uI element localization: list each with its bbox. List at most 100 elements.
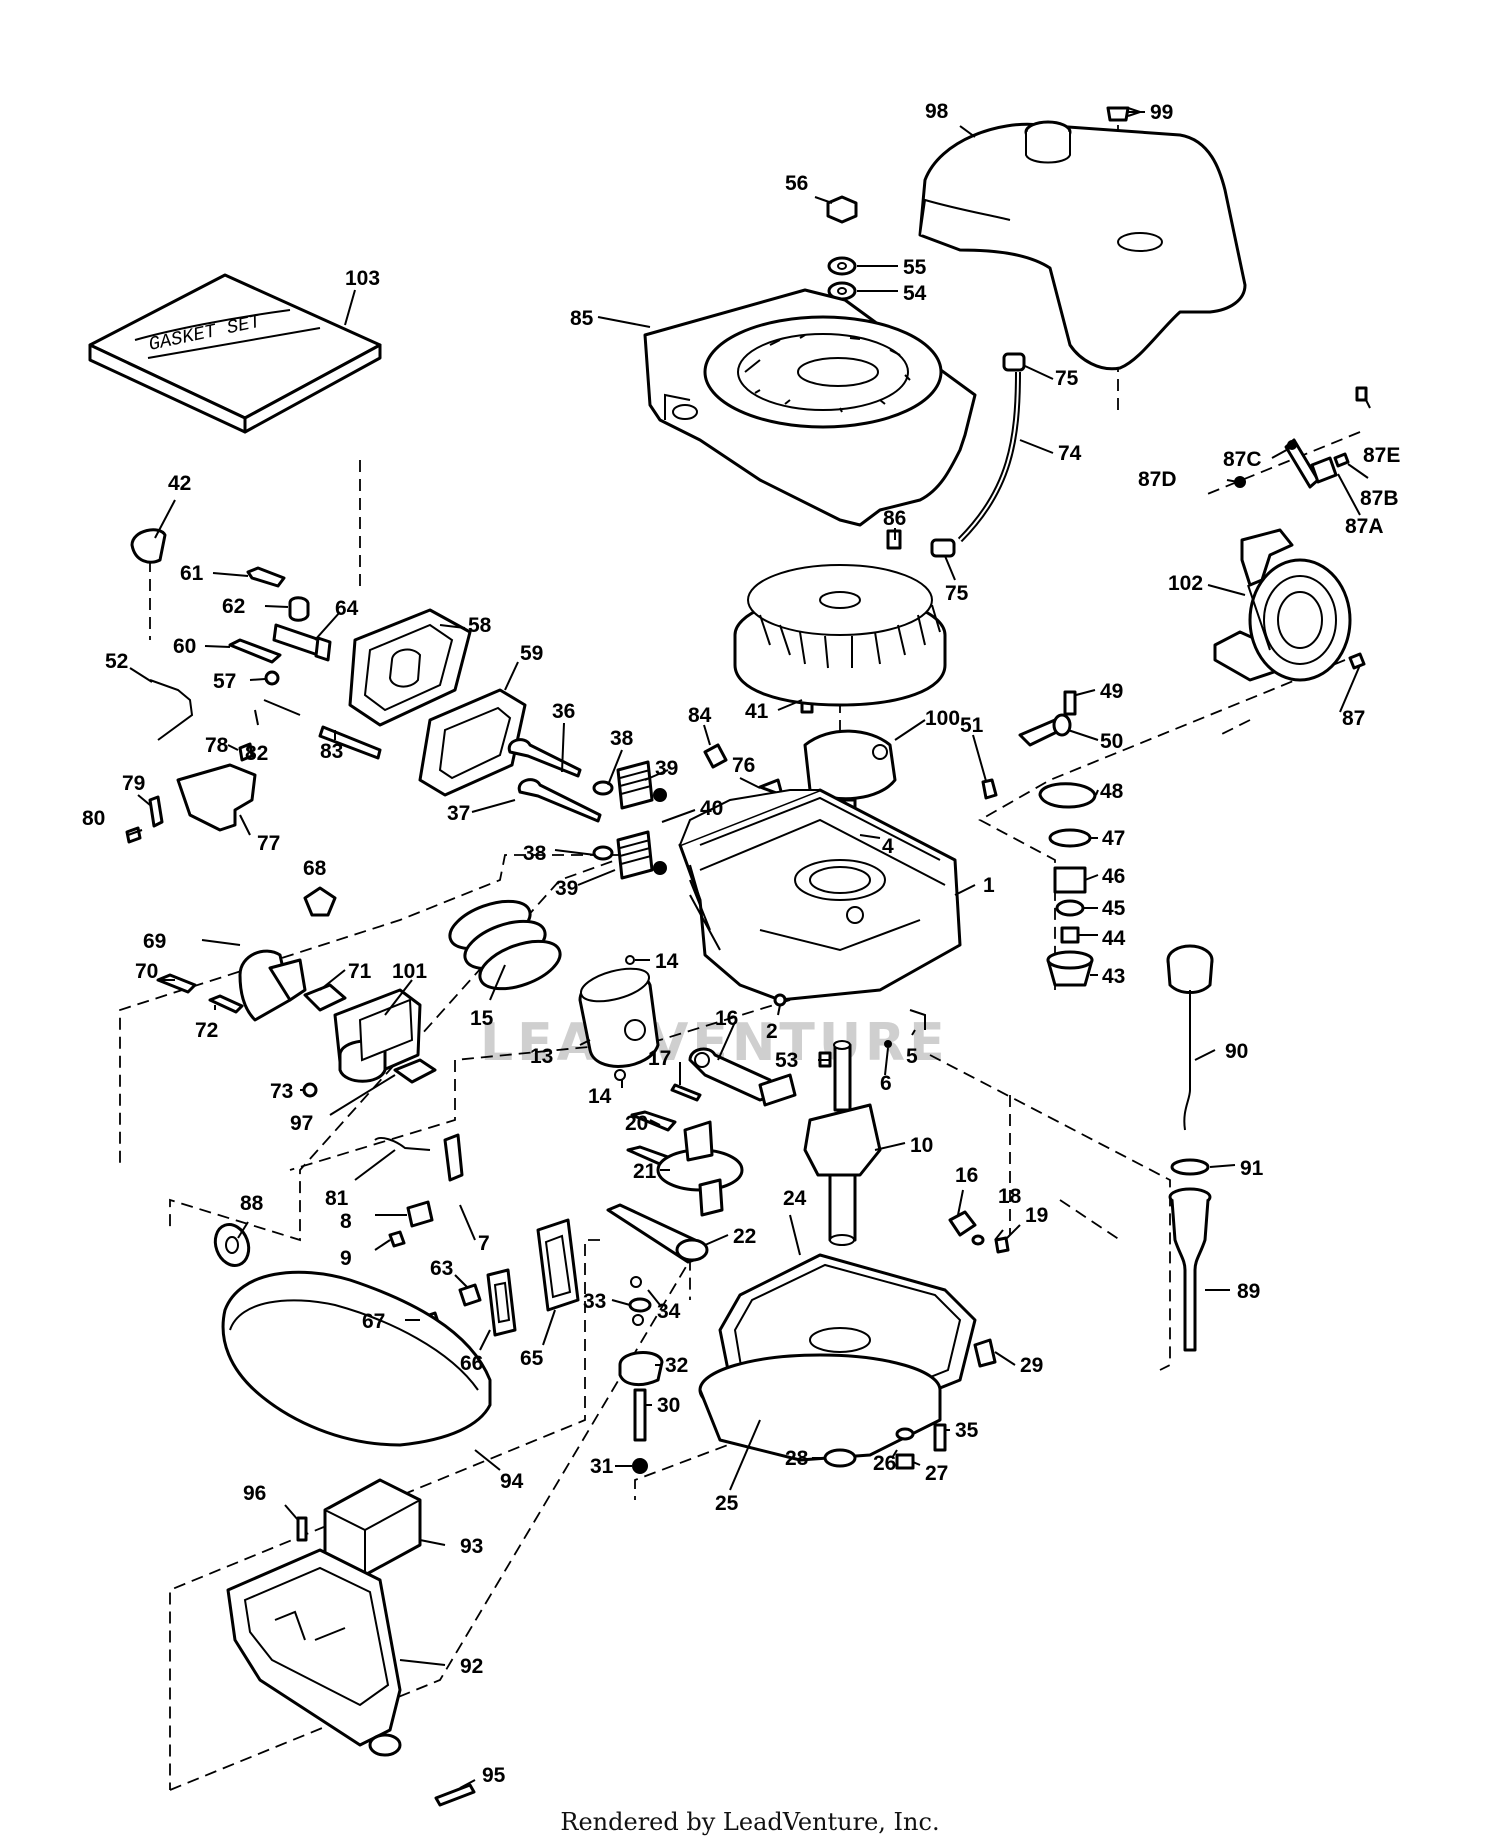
connecting-rod	[670, 1047, 797, 1107]
cylinder-block	[678, 788, 962, 1002]
callout-2: 2	[766, 1020, 778, 1043]
callout-38-bottom: 38	[523, 842, 547, 865]
carburetor	[302, 983, 422, 1098]
callout-94: 94	[500, 1470, 524, 1493]
carburetor-gasket	[393, 1058, 437, 1084]
assembly-guide-lines	[119, 125, 1361, 1791]
callout-62: 62	[222, 595, 245, 618]
render-credit: Rendered by LeadVenture, Inc.	[560, 1808, 940, 1836]
oil-fill-tube	[1168, 1187, 1212, 1352]
callout-59: 57	[213, 670, 236, 693]
callout-68: 68	[303, 857, 327, 880]
callout-85: 85	[570, 307, 594, 330]
callout-8: 8	[340, 1210, 352, 1233]
breather-stack	[981, 690, 1097, 987]
callout-95: 95	[482, 1764, 506, 1787]
callout-87C: 87C	[1223, 448, 1262, 471]
callout-14-top: 14	[655, 950, 679, 973]
callout-37: 37	[447, 802, 470, 825]
head-fasteners	[228, 566, 332, 686]
callout-19: 19	[1025, 1204, 1048, 1227]
head-gasket	[418, 688, 527, 797]
callout-14-bottom: 14	[588, 1085, 612, 1108]
callout-100: 100	[925, 707, 960, 730]
callout-20: 20	[625, 1112, 648, 1135]
callout-80: 80	[82, 807, 105, 830]
callout-40: 40	[700, 797, 723, 820]
control-bracket	[125, 742, 257, 844]
callout-54: 54	[903, 282, 927, 305]
crankshaft	[803, 1040, 882, 1246]
callout-33: 33	[583, 1290, 606, 1313]
callout-86: 86	[883, 507, 906, 530]
callout-39-top: 39	[655, 757, 678, 780]
cylinder-head	[348, 608, 472, 727]
starter-screw	[1348, 652, 1366, 670]
tank-screw	[1106, 106, 1130, 122]
governor-stack	[618, 1276, 664, 1474]
callout-75-bottom: 75	[945, 582, 969, 605]
flywheel-nut-washers	[826, 195, 858, 301]
callout-29: 29	[1020, 1354, 1043, 1377]
air-cleaner-gasket	[213, 1223, 251, 1267]
governor-lever-arm	[606, 1203, 709, 1264]
air-cleaner-cover	[221, 1270, 492, 1447]
air-cleaner-screws	[296, 1516, 476, 1807]
callout-60: 60	[173, 635, 196, 658]
callout-43: 43	[1102, 965, 1125, 988]
callout-24: 24	[783, 1187, 807, 1210]
callout-87A: 87A	[1345, 515, 1384, 538]
callout-5: 5	[906, 1045, 918, 1068]
callout-39-bottom: 39	[555, 877, 578, 900]
callout-27: 27	[925, 1462, 948, 1485]
leader-lines	[127, 107, 1371, 1789]
callout-9: 9	[340, 1247, 352, 1270]
callout-84: 84	[688, 704, 712, 727]
stop-switch-parts	[1234, 386, 1368, 489]
callout-16-top: 16	[715, 1007, 738, 1030]
callout-1: 1	[983, 874, 995, 897]
callout-65: 65	[520, 1347, 544, 1370]
callout-48: 48	[1100, 780, 1124, 803]
callout-76: 76	[732, 754, 755, 777]
callout-77: 77	[257, 832, 280, 855]
intake-manifold	[156, 886, 337, 1022]
callout-7: 7	[478, 1232, 490, 1255]
callout-6: 6	[880, 1072, 892, 1095]
callout-99: 99	[1150, 101, 1173, 124]
callout-97: 97	[290, 1112, 313, 1135]
piston-rings	[448, 899, 562, 991]
rewind-starter	[1213, 528, 1352, 682]
callout-17: 17	[648, 1047, 671, 1070]
callout-21: 21	[633, 1160, 657, 1183]
callout-72: 72	[195, 1019, 218, 1042]
callout-67: 67	[362, 1310, 385, 1333]
fuel-tank-cover	[918, 120, 1247, 371]
callout-87E: 87E	[1363, 444, 1400, 467]
callout-103: 103	[345, 267, 380, 290]
callout-16-bottom: 16	[955, 1164, 978, 1187]
blower-housing	[643, 288, 977, 527]
callout-22: 22	[733, 1225, 756, 1248]
fuel-line	[930, 352, 1026, 558]
callout-78: 78	[205, 734, 229, 757]
callout-71: 71	[348, 960, 372, 983]
carb-mount-plates	[418, 1218, 580, 1337]
callout-47: 47	[1102, 827, 1125, 850]
callout-74: 74	[1058, 442, 1082, 465]
callout-28: 28	[785, 1447, 809, 1470]
callout-32: 32	[665, 1354, 688, 1377]
callout-91: 91	[1240, 1157, 1264, 1180]
callout-labels: 99 98 56 55 54 103 85 75 74 87E 87C 87D …	[82, 100, 1400, 1787]
governor-link-hardware	[374, 1133, 464, 1248]
air-cleaner-base	[226, 1548, 402, 1757]
governor-link	[149, 679, 194, 741]
oil-seal-and-drain	[823, 1423, 947, 1470]
piston	[578, 967, 660, 1068]
piston-pin-clips	[614, 955, 635, 1081]
callout-57: 59	[520, 642, 543, 665]
callout-52: 52	[105, 650, 128, 673]
callout-42: 42	[168, 472, 191, 495]
callout-56: 56	[785, 172, 808, 195]
callout-55: 55	[903, 256, 927, 279]
